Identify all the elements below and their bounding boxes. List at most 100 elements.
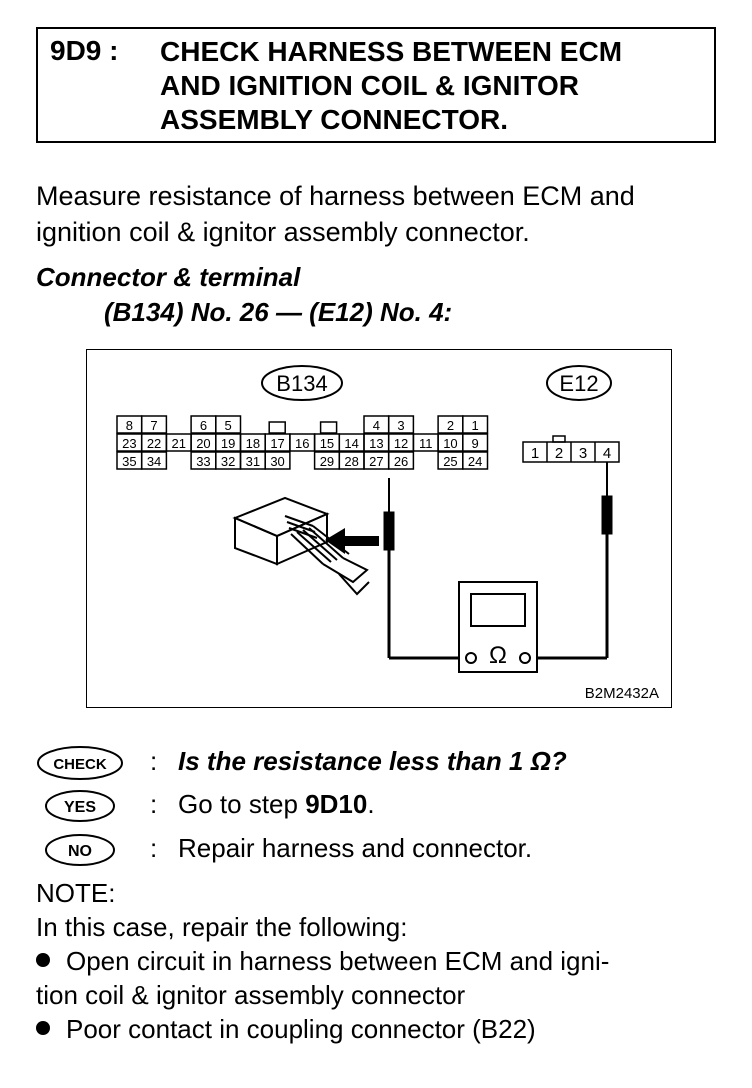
b134-pin-label: 28 (344, 454, 358, 469)
b134-pin-cell (462, 451, 489, 470)
b134-pin-label: 4 (373, 418, 380, 433)
note-item-1-line-1: Open circuit in harness between ECM and … (66, 946, 610, 976)
check-row: CHECK : Is the resistance less than 1 Ω? (36, 744, 736, 782)
b134-pin-label: 24 (468, 454, 482, 469)
probe-left (383, 478, 463, 660)
no-answer: Repair harness and connector. (178, 833, 533, 863)
b134-pin-label: 8 (126, 418, 133, 433)
b134-label: B134 (276, 371, 327, 396)
b134-pin-label: 6 (200, 418, 207, 433)
b134-pin-cell (462, 433, 489, 452)
e12-latch (552, 435, 566, 443)
b134-pin-label: 18 (246, 436, 260, 451)
b134-pin-cell (140, 415, 168, 434)
figure-code: B2M2432A (585, 685, 659, 702)
b134-pin-label: 3 (397, 418, 404, 433)
e12-pin: 3 (579, 445, 587, 462)
e12-label: E12 (559, 371, 598, 396)
b134-latch (268, 421, 286, 434)
intro-paragraph: Measure resistance of harness between EC… (36, 178, 726, 250)
b134-pin-label: 7 (150, 418, 157, 433)
check-question: Is the resistance less than 1 Ω? (178, 746, 567, 776)
step-header-box: 9D9 : CHECK HARNESS BETWEEN ECM AND IGNI… (36, 27, 716, 143)
bullet-icon (36, 1021, 50, 1036)
note-item-2-text: Poor contact in coupling connector (B22) (66, 1014, 536, 1044)
b134-pin-label: 27 (369, 454, 383, 469)
yes-step-link[interactable]: 9D10 (305, 789, 368, 819)
b134-pin-label: 1 (472, 418, 479, 433)
b134-pin-cell (264, 451, 291, 470)
yes-suffix: . (367, 789, 375, 819)
b134-pin-label: 25 (443, 454, 457, 469)
b134-pin-label: 14 (344, 436, 358, 451)
no-row: NO : Repair harness and connector. (36, 831, 736, 869)
b134-pin-cell (387, 415, 415, 434)
b134-pin-label: 19 (221, 436, 235, 451)
b134-pin-label: 34 (147, 454, 161, 469)
note-heading: NOTE: (36, 878, 116, 908)
b134-pin-label: 21 (172, 436, 186, 451)
b134-pin-label: 32 (221, 454, 235, 469)
b134-pin-label: 20 (196, 436, 210, 451)
e12-pin-labels: 1 2 3 4 (531, 445, 611, 462)
note-item-1: Open circuit in harness between ECM and … (36, 944, 726, 978)
b134-pin-label: 29 (320, 454, 334, 469)
b134-pin-label: 9 (472, 436, 479, 451)
arrow-icon (325, 528, 379, 554)
ohm-symbol: Ω (489, 642, 507, 669)
note-section: NOTE: In this case, repair the following… (36, 876, 726, 1046)
b134-pin-label: 23 (122, 436, 136, 451)
e12-pin: 2 (555, 445, 563, 462)
step-title-line-1: CHECK HARNESS BETWEEN ECM (160, 36, 623, 67)
b134-pin-label: 17 (270, 436, 284, 451)
b134-pin-label: 30 (270, 454, 284, 469)
note-intro: In this case, repair the following: (36, 912, 408, 942)
connector-terminal-heading: Connector & terminal (36, 262, 301, 292)
b134-pin-cell (462, 415, 489, 434)
b134-pin-label: 26 (394, 454, 408, 469)
b134-latch (319, 421, 338, 434)
b134-pin-label: 12 (394, 436, 408, 451)
step-id: 9D9 : (50, 35, 119, 66)
b134-pin-label: 22 (147, 436, 161, 451)
b134-pin-label: 33 (196, 454, 210, 469)
note-item-1-line-2: tion coil & ignitor assembly connector (36, 980, 466, 1010)
intro-line-2: ignition coil & ignitor assembly connect… (36, 217, 530, 247)
no-colon: : (150, 833, 158, 863)
e12-pin: 1 (531, 445, 539, 462)
e12-connector (522, 435, 620, 463)
b134-pin-label: 16 (295, 436, 309, 451)
connector-illustration-icon (232, 496, 370, 596)
step-title-line-2: AND IGNITION COIL & IGNITOR (160, 70, 579, 101)
no-badge: NO (45, 834, 115, 866)
b134-pin-label: 35 (122, 454, 136, 469)
probe-right (527, 462, 613, 660)
check-colon: : (150, 746, 158, 776)
b134-pin-label: 10 (443, 436, 457, 451)
b134-pin-label: 5 (225, 418, 232, 433)
b134-pin-label: 15 (320, 436, 334, 451)
yes-badge: YES (45, 790, 115, 822)
yes-colon: : (150, 789, 158, 819)
yes-prefix: Go to step (178, 789, 306, 819)
connector-terminal-value: (B134) No. 26 — (E12) No. 4: (104, 297, 453, 327)
check-badge: CHECK (37, 746, 123, 780)
note-item-2: Poor contact in coupling connector (B22) (36, 1012, 726, 1046)
step-title-line-3: ASSEMBLY CONNECTOR. (160, 104, 508, 135)
e12-label-oval (546, 365, 612, 401)
b134-pin-cell (387, 451, 415, 470)
b134-pin-label: 31 (246, 454, 260, 469)
step-title: CHECK HARNESS BETWEEN ECM AND IGNITION C… (160, 35, 700, 137)
intro-line-1: Measure resistance of harness between EC… (36, 181, 635, 211)
no-badge-label: NO (68, 843, 92, 860)
b134-pin-cell (140, 451, 168, 470)
yes-answer: Go to step 9D10. (178, 789, 375, 820)
b134-pin-cell (215, 415, 242, 434)
check-badge-label: CHECK (53, 756, 107, 773)
yes-row: YES : Go to step 9D10. (36, 787, 736, 825)
e12-pin: 4 (603, 445, 611, 462)
b134-pin-label: 13 (369, 436, 383, 451)
